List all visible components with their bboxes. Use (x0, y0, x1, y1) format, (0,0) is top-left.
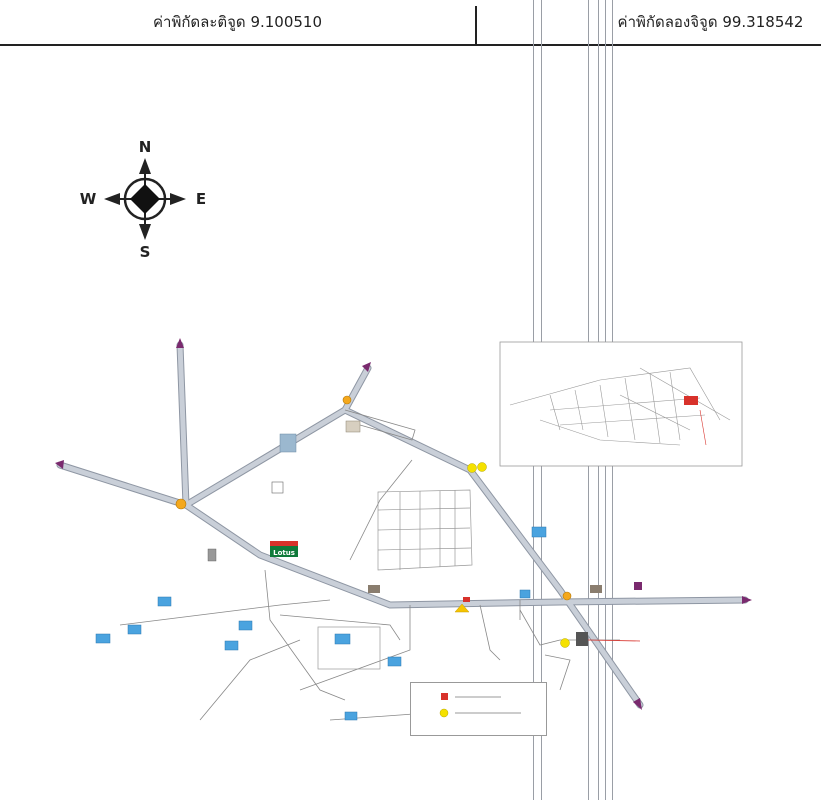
gas-station-icon (454, 603, 470, 613)
junction-marker-icon (562, 591, 572, 601)
legend-symbols (439, 693, 521, 718)
longitude-label: ค่าพิกัดลองจิจูด 99.318542 (617, 13, 804, 31)
latitude-label: ค่าพิกัดละติจูด 9.100510 (152, 13, 323, 31)
road-end-arrows (55, 338, 752, 710)
arrow-head-icon (742, 596, 752, 604)
building-block-icon (519, 589, 531, 599)
building-block-icon (127, 624, 142, 635)
building-block-icon (387, 656, 402, 667)
landmark-icons (175, 395, 642, 648)
building-block-icon (224, 640, 239, 651)
block-outline (317, 626, 381, 670)
yellow-circle-icon (439, 708, 449, 718)
target-building-icon (576, 632, 588, 646)
lotus-logo-text: Lotus (273, 549, 295, 557)
shop-icon (590, 585, 602, 593)
lotus-logo-band (270, 541, 298, 546)
housing-grid (377, 489, 473, 571)
south-arrow-icon (139, 224, 151, 240)
header-divider (475, 6, 477, 44)
compass-diamond-icon (130, 184, 160, 214)
office-building-icon (207, 548, 217, 562)
junction-marker-icon (342, 395, 352, 405)
road-east-main (182, 501, 749, 609)
inset-frame (499, 341, 743, 467)
building-block-icon (344, 711, 358, 721)
inset-target-marker (684, 396, 698, 405)
arrow-head-icon (633, 698, 642, 710)
red-sign-icon (463, 597, 470, 602)
inset-map (499, 341, 743, 467)
tower-building-icon (279, 433, 297, 453)
east-arrow-icon (170, 193, 186, 205)
yellow-point-icon (477, 462, 487, 472)
restaurant-icon (368, 585, 380, 593)
building-block-icon (531, 526, 547, 538)
building-block-icon (95, 633, 111, 644)
yellow-point-icon (560, 638, 570, 648)
building-block-icon (157, 596, 172, 607)
lotus-logo-icon (270, 545, 298, 557)
map-legend (410, 682, 547, 736)
compass-west-label: W (80, 190, 97, 208)
compass-rose: N S W E (80, 138, 206, 261)
compass-south-label: S (140, 243, 151, 261)
compass-east-label: E (196, 190, 206, 208)
arrow-head-icon (176, 338, 184, 348)
coordinate-header: ค่าพิกัดละติจูด 9.100510 ค่าพิกัดลองจิจู… (0, 0, 821, 46)
target-pointer-line (587, 639, 641, 642)
building-icons (95, 526, 547, 721)
secondary-roads (119, 409, 620, 721)
temple-building-icon (345, 420, 361, 433)
north-arrow-icon (139, 158, 151, 174)
compass-north-label: N (139, 138, 152, 156)
building-block-icon (334, 633, 351, 645)
yellow-point-icon (467, 463, 477, 473)
lotus-store-sign: Lotus (270, 541, 298, 557)
arrow-head-icon (362, 362, 371, 372)
purple-marker-icon (634, 582, 642, 590)
red-square-icon (441, 693, 448, 700)
junction-marker-icon (175, 498, 187, 510)
west-arrow-icon (104, 193, 120, 205)
arrow-head-icon (55, 460, 64, 469)
building-block-icon (238, 620, 253, 631)
hotel-logo-icon (271, 481, 284, 494)
